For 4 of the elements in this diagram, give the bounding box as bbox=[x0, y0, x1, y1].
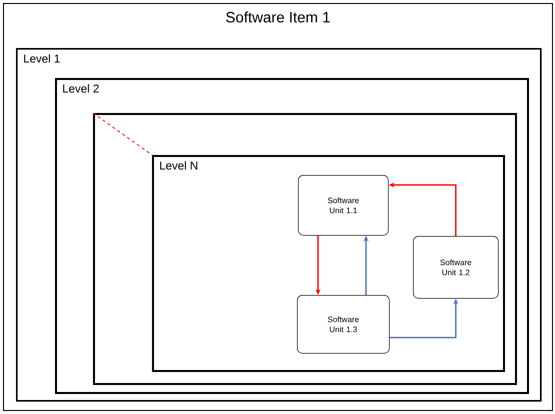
level-box bbox=[93, 113, 517, 385]
unit-box: Software Unit 1.3 bbox=[297, 294, 390, 354]
unit-box: Software Unit 1.2 bbox=[413, 236, 499, 299]
unit-box: Software Unit 1.1 bbox=[298, 174, 389, 236]
